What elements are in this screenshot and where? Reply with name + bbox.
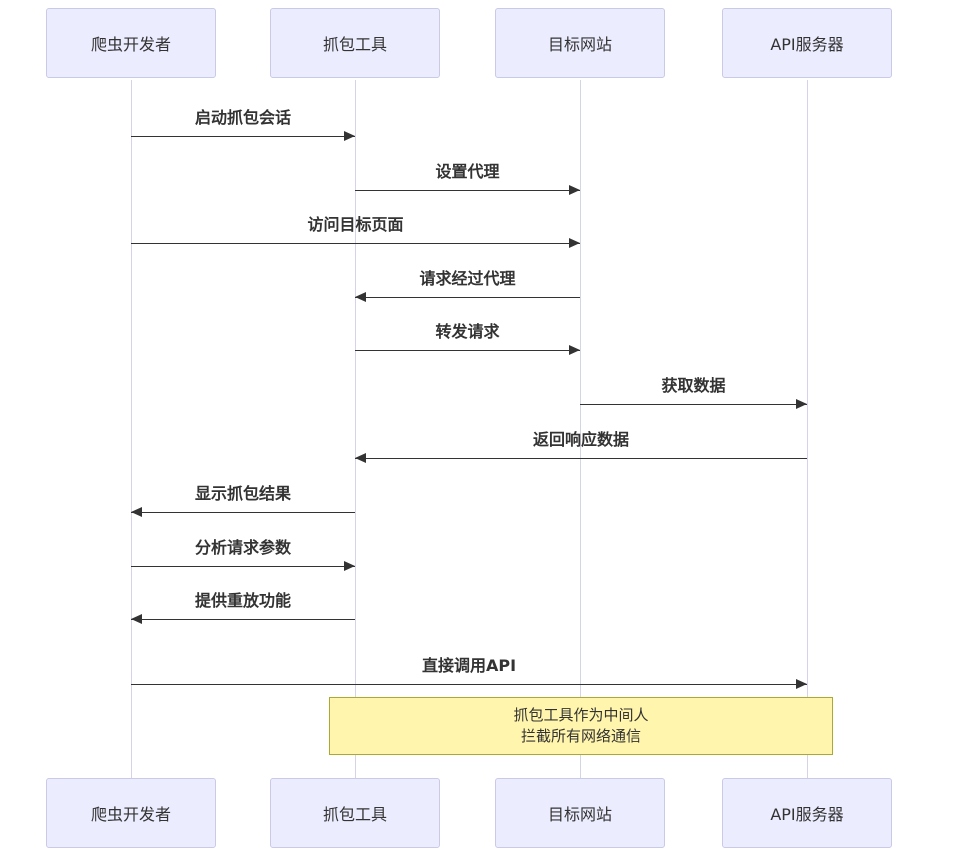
actor-label: 目标网站 — [547, 805, 612, 824]
message-show-capture-result: 显示抓包结果 — [131, 483, 355, 517]
message-forward-request: 转发请求 — [355, 321, 580, 355]
message-line — [355, 296, 580, 298]
message-direct-api-call: 直接调用API — [131, 655, 807, 689]
message-line — [355, 349, 580, 351]
message-set-proxy: 设置代理 — [355, 161, 580, 195]
message-return-response-data: 返回响应数据 — [355, 429, 807, 463]
message-label: 返回响应数据 — [532, 430, 629, 449]
message-label: 访问目标页面 — [307, 215, 404, 234]
message-label: 设置代理 — [435, 162, 500, 181]
message-line — [131, 618, 355, 620]
message-analyze-request-params: 分析请求参数 — [131, 537, 355, 571]
actor-label: API服务器 — [770, 805, 844, 824]
arrow-left-icon — [131, 507, 142, 517]
arrow-left-icon — [131, 614, 142, 624]
message-line — [131, 242, 580, 244]
message-line — [355, 457, 807, 459]
message-line — [355, 189, 580, 191]
message-line — [131, 565, 355, 567]
arrow-right-icon — [569, 185, 580, 195]
actor-label: 抓包工具 — [322, 805, 387, 824]
actor-bottom-crawler-developer: 爬虫开发者 — [46, 778, 216, 848]
message-label: 提供重放功能 — [194, 591, 291, 610]
actor-bottom-capture-tool: 抓包工具 — [270, 778, 440, 848]
message-line — [131, 683, 807, 685]
arrow-left-icon — [355, 292, 366, 302]
message-visit-target-page: 访问目标页面 — [131, 214, 580, 248]
actor-label: 爬虫开发者 — [90, 35, 171, 54]
message-start-capture-session: 启动抓包会话 — [131, 107, 355, 141]
actor-label: 爬虫开发者 — [90, 805, 171, 824]
note-line: 拦截所有网络通信 — [520, 727, 641, 745]
message-request-via-proxy: 请求经过代理 — [355, 268, 580, 302]
arrow-right-icon — [344, 131, 355, 141]
actor-top-api-server: API服务器 — [722, 8, 892, 78]
message-fetch-data: 获取数据 — [580, 375, 807, 409]
message-provide-replay: 提供重放功能 — [131, 590, 355, 624]
message-label: 转发请求 — [435, 322, 500, 341]
message-label: 直接调用API — [421, 656, 517, 675]
lifeline-crawler-developer — [130, 80, 132, 778]
arrow-right-icon — [796, 679, 807, 689]
message-label: 请求经过代理 — [419, 269, 516, 288]
actor-label: 目标网站 — [547, 35, 612, 54]
note-line: 抓包工具作为中间人 — [513, 706, 649, 724]
message-label: 获取数据 — [661, 376, 726, 395]
actor-label: 抓包工具 — [322, 35, 387, 54]
message-line — [131, 511, 355, 513]
lifeline-target-site — [579, 80, 581, 778]
arrow-right-icon — [569, 238, 580, 248]
message-label: 启动抓包会话 — [194, 108, 291, 127]
lifeline-capture-tool — [354, 80, 356, 778]
message-line — [580, 403, 807, 405]
arrow-right-icon — [569, 345, 580, 355]
message-line — [131, 135, 355, 137]
lifeline-api-server — [806, 80, 808, 778]
message-label: 分析请求参数 — [194, 538, 291, 557]
arrow-right-icon — [796, 399, 807, 409]
arrow-right-icon — [344, 561, 355, 571]
actor-top-crawler-developer: 爬虫开发者 — [46, 8, 216, 78]
note-box: 抓包工具作为中间人 拦截所有网络通信 — [329, 697, 833, 755]
actor-top-capture-tool: 抓包工具 — [270, 8, 440, 78]
message-label: 显示抓包结果 — [194, 484, 291, 503]
actor-label: API服务器 — [770, 35, 844, 54]
actor-bottom-target-site: 目标网站 — [495, 778, 665, 848]
arrow-left-icon — [355, 453, 366, 463]
actor-bottom-api-server: API服务器 — [722, 778, 892, 848]
actor-top-target-site: 目标网站 — [495, 8, 665, 78]
